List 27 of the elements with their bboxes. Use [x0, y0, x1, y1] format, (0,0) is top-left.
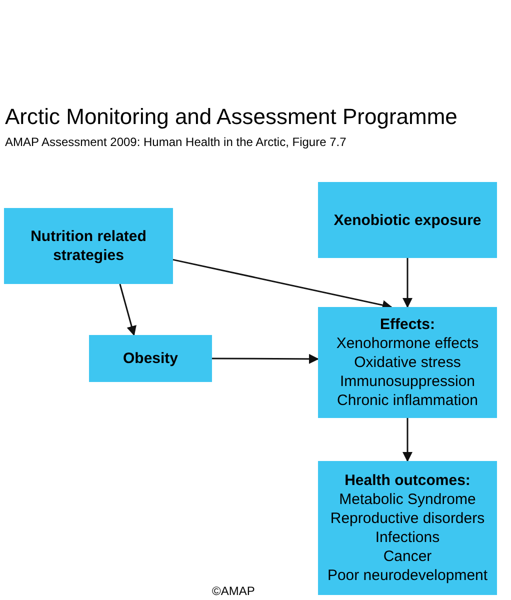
- process-box: [89, 335, 212, 382]
- list-item: Chronic inflammation: [337, 391, 478, 410]
- box-heading: Effects:: [380, 315, 435, 334]
- arrow: [172, 258, 392, 310]
- process-box: [318, 461, 497, 595]
- arrow: [212, 354, 319, 364]
- list-item: Cancer: [383, 547, 432, 566]
- arrow: [402, 258, 412, 308]
- process-box: [318, 182, 497, 258]
- arrow: [402, 418, 412, 462]
- list-item: Immunosuppression: [340, 372, 476, 391]
- list-item: Infections: [375, 528, 440, 547]
- list-item: Metabolic Syndrome: [339, 490, 476, 509]
- arrow: [119, 284, 136, 336]
- subtitle: AMAP Assessment 2009: Human Health in the Arctic, Figure 7.7: [5, 134, 346, 151]
- process-box: [4, 208, 173, 284]
- box-label: Obesity: [122, 349, 178, 368]
- box-label: Nutrition related strategies: [30, 227, 148, 265]
- list-item: Xenohormone effects: [336, 334, 479, 353]
- process-box: [318, 307, 497, 418]
- title: Arctic Monitoring and Assessment Programme: [5, 103, 458, 130]
- list-item: Poor neurodevelopment: [327, 566, 488, 585]
- copyright-note: ©AMAP: [212, 583, 255, 600]
- list-item: Reproductive disorders: [330, 509, 485, 528]
- box-heading: Health outcomes:: [344, 471, 470, 490]
- box-label: Xenobiotic exposure: [334, 210, 482, 230]
- list-item: Oxidative stress: [354, 353, 461, 372]
